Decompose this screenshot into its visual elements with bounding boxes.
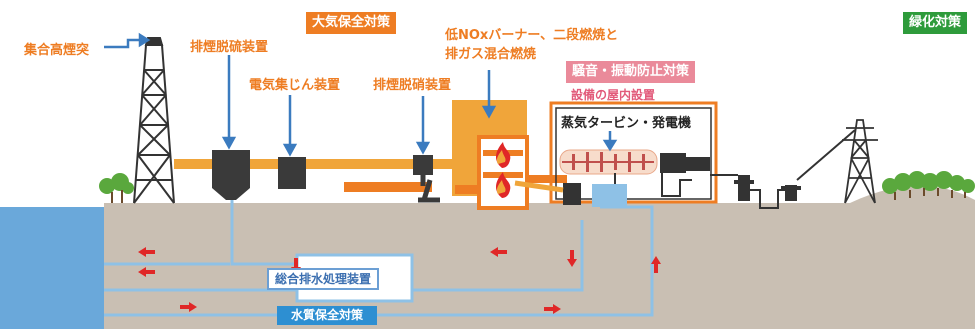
air-duct xyxy=(344,175,567,194)
transmission-tower xyxy=(842,119,878,204)
trees xyxy=(99,171,975,194)
indoor-label: 設備の屋内設置 xyxy=(571,88,656,102)
air-category-badge: 大気保全対策 xyxy=(306,12,397,34)
precipitator-unit xyxy=(278,157,306,189)
burner-label-2: 排ガス混合燃焼 xyxy=(445,47,537,62)
chimney-label: 集合高煙突 xyxy=(24,43,90,58)
precipitator-label: 電気集じん装置 xyxy=(249,78,341,93)
pointer-arrows xyxy=(104,32,618,157)
turbine-inner xyxy=(555,107,712,200)
denitration-unit xyxy=(413,155,433,175)
turbine-blades xyxy=(562,152,654,172)
turbine-label: 蒸気タービン・発電機 xyxy=(561,116,692,131)
ground xyxy=(104,203,975,329)
wastewater-label: 総合排水処理装置 xyxy=(267,268,380,290)
chimney-tower xyxy=(133,37,175,204)
desulfurization-label: 排煙脱硫装置 xyxy=(190,40,269,55)
generator xyxy=(660,153,686,173)
condenser xyxy=(563,183,581,205)
flow-arrows xyxy=(138,247,661,314)
transformers xyxy=(734,175,801,201)
burner-label-1: 低NOxバーナー、二段燃焼と xyxy=(445,28,619,43)
noise-category-badge: 騒音・振動防止対策 xyxy=(566,61,696,83)
desulfurization-unit xyxy=(212,150,250,200)
greening-category-badge: 緑化対策 xyxy=(903,12,968,34)
denitration-label: 排煙脱硝装置 xyxy=(373,78,452,93)
denitration-stand xyxy=(418,175,440,203)
water-category-badge: 水質保全対策 xyxy=(277,306,378,325)
water-tank xyxy=(592,184,627,207)
sea xyxy=(0,207,104,329)
hill xyxy=(850,185,975,203)
turbine-building xyxy=(549,101,718,204)
